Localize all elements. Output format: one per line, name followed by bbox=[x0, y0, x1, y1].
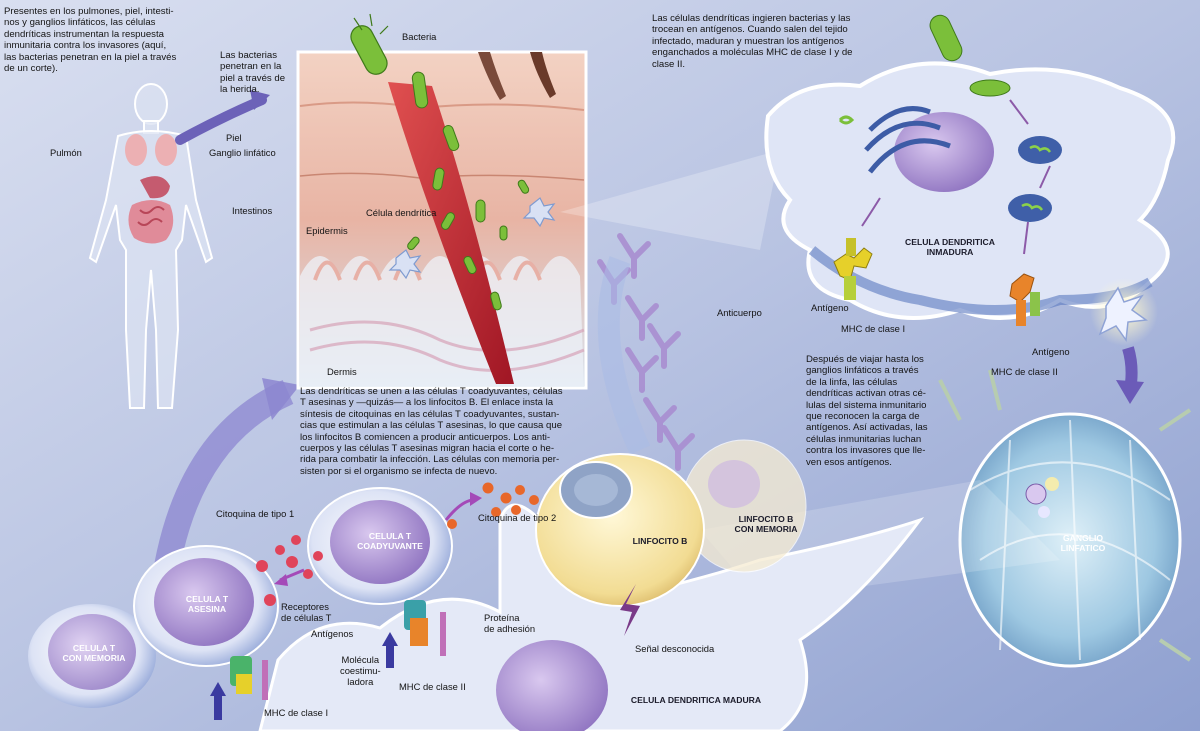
bacterium-top bbox=[350, 13, 389, 75]
label-celula-dendritica: Célula dendrítica bbox=[366, 207, 437, 218]
label-citoquina-2: Citoquina de tipo 2 bbox=[478, 512, 557, 523]
lymph-travel-text: Después de viajar hasta los ganglios lin… bbox=[806, 354, 928, 468]
immature-dendritic-cell bbox=[764, 14, 1176, 326]
caption-t-asesina: CELULA T ASESINA bbox=[185, 594, 229, 614]
label-antigeno-left: Antígeno bbox=[811, 302, 849, 313]
label-senal: Señal desconocida bbox=[635, 643, 715, 654]
label-citoquina-1: Citoquina de tipo 1 bbox=[216, 508, 295, 519]
caption-inmadura: CELULA DENDRITICA INMADURA bbox=[905, 237, 995, 257]
label-dermis: Dermis bbox=[327, 366, 357, 377]
b-lymphocyte bbox=[535, 453, 705, 607]
caption-t-memoria: CELULA T CON MEMORIA bbox=[62, 643, 126, 663]
label-mhc-i-bottom: MHC de clase I bbox=[264, 707, 329, 718]
receptor-complex-killer bbox=[210, 656, 268, 720]
caption-linfocito-b-memoria: LINFOCITO B CON MEMORIA bbox=[734, 514, 798, 534]
label-bacteria: Bacteria bbox=[402, 31, 437, 42]
caption-linfocito-b: LINFOCITO B bbox=[632, 536, 688, 546]
intro-text: Presentes en los pulmones, piel, intesti… bbox=[4, 6, 177, 75]
dendritic-cell-skin bbox=[388, 197, 556, 280]
label-piel: Piel bbox=[226, 132, 242, 143]
label-pulmon: Pulmón bbox=[50, 147, 82, 158]
memory-b-cell bbox=[681, 439, 807, 573]
antigen-mhc-i-top bbox=[833, 238, 873, 300]
t-memory-cell bbox=[28, 604, 156, 708]
antigen-mhc-ii-top bbox=[1009, 273, 1040, 326]
zoom-beam bbox=[560, 150, 780, 250]
label-intestinos: Intestinos bbox=[232, 205, 273, 216]
label-antigeno-right: Antígeno bbox=[1032, 346, 1070, 357]
t-killer-cell bbox=[133, 545, 279, 667]
label-proteina: Proteína de adhesión bbox=[484, 612, 536, 634]
label-anticuerpo: Anticuerpo bbox=[717, 307, 762, 318]
internal-organs bbox=[125, 134, 177, 244]
bacteria-enter-text: Las bacterias penetran en la piel a trav… bbox=[220, 50, 286, 96]
label-mhc-ii-top: MHC de clase II bbox=[991, 366, 1058, 377]
lymph-node bbox=[938, 369, 1192, 668]
t-helper-cell bbox=[307, 487, 453, 605]
antibody-arrow bbox=[597, 256, 651, 455]
caption-t-coadyuvante: CELULA T COADYUVANTE bbox=[357, 531, 423, 551]
label-receptores: Receptores de células T bbox=[281, 601, 332, 623]
label-mhc-ii-bottom: MHC de clase II bbox=[399, 681, 466, 692]
label-epidermis: Epidermis bbox=[306, 225, 348, 236]
bacteria-in-skin bbox=[407, 71, 530, 311]
caption-madura: CELULA DENDRITICA MADURA bbox=[630, 695, 762, 705]
label-antigenos: Antígenos bbox=[311, 628, 354, 639]
cytokines-type-2 bbox=[447, 482, 539, 529]
star-dendritic-cell bbox=[1098, 286, 1149, 343]
unknown-signal-bolt bbox=[620, 584, 640, 636]
t-cells-text: Las dendríticas se unen a las células T … bbox=[300, 386, 563, 477]
human-figure bbox=[88, 83, 214, 409]
label-ganglio-linfatico: Ganglio linfático bbox=[209, 147, 276, 158]
cytokines-type-1 bbox=[256, 535, 323, 606]
receptor-complex-helper bbox=[382, 600, 446, 668]
label-mhc-i-top: MHC de clase I bbox=[841, 323, 906, 334]
label-molecula: Molécula coestimu- ladora bbox=[340, 654, 381, 687]
dendritic-ingest-text: Las células dendríticas ingieren bacteri… bbox=[652, 13, 853, 70]
caption-ganglio: GANGLIO LINFATICO bbox=[1060, 533, 1106, 553]
wound bbox=[388, 82, 514, 384]
